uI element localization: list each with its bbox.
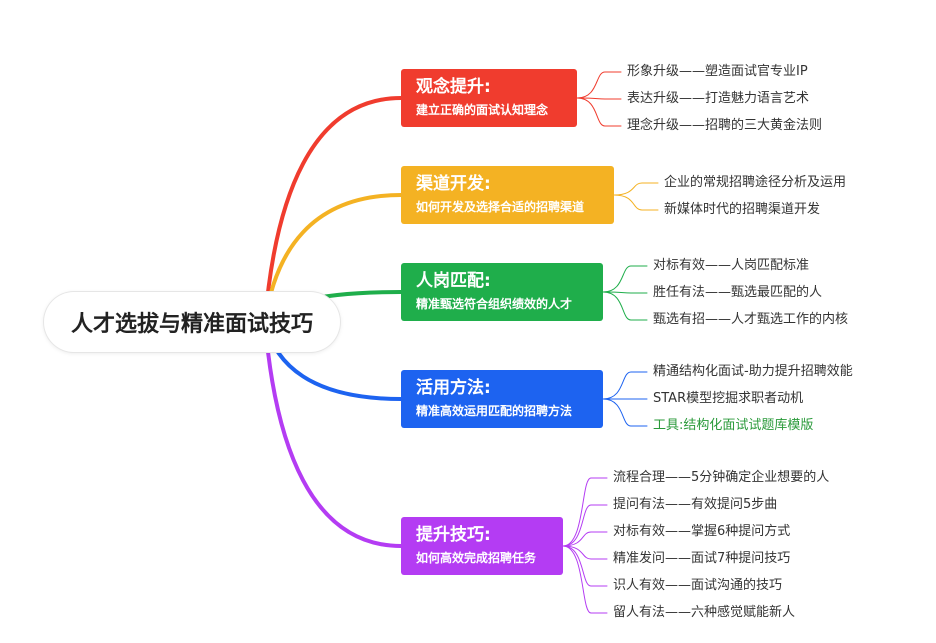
leaf-item[interactable]: 精通结构化面试-助力提升招聘效能 [653, 364, 853, 379]
leaf-item[interactable]: 留人有法——六种感觉赋能新人 [613, 605, 796, 620]
branch-improve-skills[interactable]: 提升技巧: 如何高效完成招聘任务 [401, 517, 563, 575]
leaf-item[interactable]: 甄选有招——人才甄选工作的内核 [653, 312, 849, 327]
branch-person-job-match[interactable]: 人岗匹配: 精准甄选符合组织绩效的人才 [401, 263, 603, 321]
branch-title: 人岗匹配: [416, 271, 491, 291]
leaf-item[interactable]: 形象升级——塑造面试官专业IP [627, 64, 808, 79]
leaf-item[interactable]: 提问有法——有效提问5步曲 [613, 497, 778, 512]
leaf-item[interactable]: 理念升级——招聘的三大黄金法则 [627, 118, 823, 133]
leaf-item-tool[interactable]: 工具:结构化面试试题库模版 [653, 418, 814, 433]
leaf-connector [562, 477, 608, 547]
branch-subtitle: 精准高效运用匹配的招聘方法 [416, 404, 573, 418]
leaf-connector [602, 291, 648, 321]
leaf-connector [576, 97, 622, 127]
branch-subtitle: 精准甄选符合组织绩效的人才 [416, 297, 573, 311]
leaf-connector [562, 531, 608, 547]
branch-subtitle: 如何高效完成招聘任务 [416, 551, 537, 565]
leaf-connector [602, 291, 648, 294]
leaf-item[interactable]: 胜任有法——甄选最匹配的人 [653, 285, 823, 300]
branch-subtitle: 建立正确的面试认知理念 [416, 103, 549, 117]
branch-title: 观念提升: [416, 77, 491, 97]
root-topic-label: 人才选拔与精准面试技巧 [70, 312, 313, 337]
leaf-connector [576, 97, 622, 100]
branch-apply-methods[interactable]: 活用方法: 精准高效运用匹配的招聘方法 [401, 370, 603, 428]
leaf-connector [613, 194, 659, 211]
main-connector [263, 96, 403, 324]
leaf-connector [602, 398, 648, 427]
leaf-item[interactable]: 新媒体时代的招聘渠道开发 [664, 202, 821, 217]
leaf-connector [576, 71, 622, 99]
branch-title: 提升技巧: [416, 525, 491, 545]
branch-title: 活用方法: [416, 378, 491, 398]
branch-channel-development[interactable]: 渠道开发: 如何开发及选择合适的招聘渠道 [401, 166, 614, 224]
leaf-item[interactable]: 对标有效——人岗匹配标准 [653, 258, 810, 273]
root-topic[interactable]: 人才选拔与精准面试技巧 [44, 292, 340, 352]
main-connector [263, 320, 403, 548]
leaf-item[interactable]: 识人有效——面试沟通的技巧 [613, 578, 783, 593]
leaf-connector [562, 545, 608, 614]
leaf-item[interactable]: 企业的常规招聘途径分析及运用 [664, 175, 847, 190]
branch-title: 渠道开发: [416, 174, 491, 194]
leaf-connector [602, 371, 648, 400]
branch-concept-upgrade[interactable]: 观念提升: 建立正确的面试认知理念 [401, 69, 577, 127]
leaf-item[interactable]: 表达升级——打造魅力语言艺术 [627, 91, 810, 106]
leaf-item[interactable]: 对标有效——掌握6种提问方式 [613, 524, 791, 539]
leaf-connector [562, 545, 608, 587]
leaf-item[interactable]: STAR模型挖掘求职者动机 [653, 391, 804, 406]
leaf-connector [562, 504, 608, 547]
leaf-connector [562, 545, 608, 560]
leaf-item[interactable]: 精准发问——面试7种提问技巧 [613, 551, 791, 566]
branch-subtitle: 如何开发及选择合适的招聘渠道 [416, 200, 585, 214]
leaf-connector [613, 182, 659, 196]
leaf-item[interactable]: 流程合理——5分钟确定企业想要的人 [613, 470, 830, 485]
leaf-connector [602, 265, 648, 293]
